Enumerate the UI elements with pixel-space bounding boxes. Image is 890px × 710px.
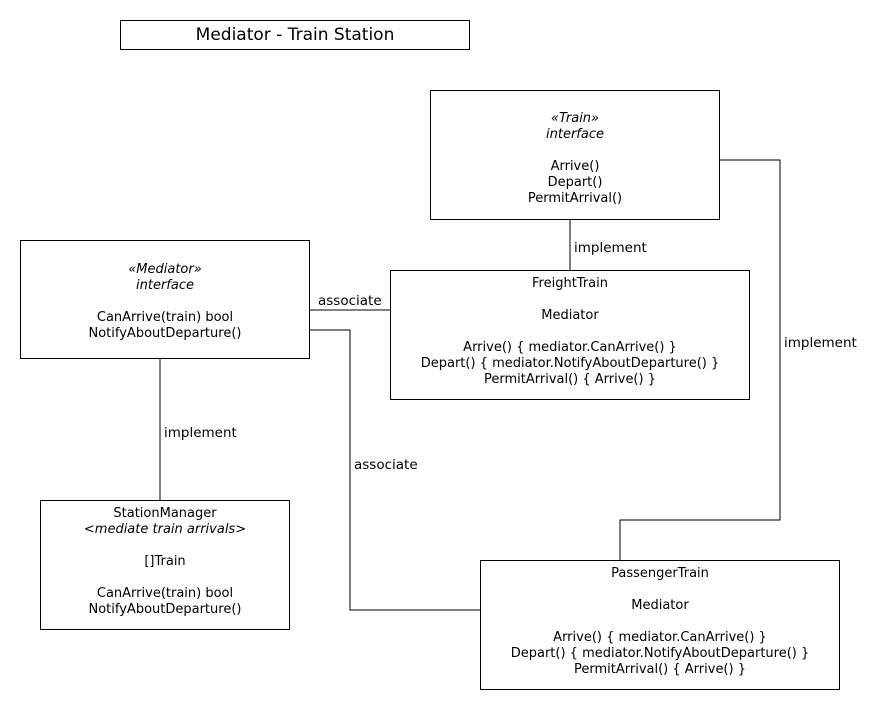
mediator-stereotype: «Mediator» [128,262,202,277]
train-stereotype: «Train» [550,111,600,126]
station-manager-method: NotifyAboutDeparture() [88,602,242,617]
train-method: Depart() [547,175,603,190]
freight-train-method: Arrive() { mediator.CanArrive() } [463,340,677,355]
edge-train-passenger [619,159,781,560]
edge-label-mediator-freight: associate [318,293,382,309]
station-manager-note: <mediate train arrivals> [83,522,247,537]
station-manager-name: StationManager [113,506,217,521]
passenger-train-method: Arrive() { mediator.CanArrive() } [553,630,767,645]
station-manager-field: []Train [144,554,186,569]
train-interface-box: «Train» interface Arrive() Depart() Perm… [430,90,720,220]
freight-train-box: FreightTrain Mediator Arrive() { mediato… [390,270,750,400]
passenger-train-name: PassengerTrain [611,566,709,581]
passenger-train-method: Depart() { mediator.NotifyAboutDeparture… [510,646,810,661]
passenger-train-method: PermitArrival() { Arrive() } [574,662,746,677]
train-method: Arrive() [550,159,600,174]
mediator-method: NotifyAboutDeparture() [88,326,242,341]
station-manager-box: StationManager <mediate train arrivals> … [40,500,290,630]
mediator-method: CanArrive(train) bool [96,310,234,325]
train-method: PermitArrival() [527,191,623,206]
mediator-kind: interface [136,278,194,293]
diagram-title: Mediator - Train Station [120,20,470,50]
station-manager-method: CanArrive(train) bool [96,586,234,601]
passenger-train-box: PassengerTrain Mediator Arrive() { media… [480,560,840,690]
edge-label-train-freight: implement [574,240,647,256]
freight-train-field: Mediator [541,308,599,323]
edge-label-mediator-station: implement [164,425,237,441]
freight-train-method: PermitArrival() { Arrive() } [484,372,656,387]
edge-label-train-passenger: implement [784,335,857,351]
edge-label-mediator-passenger: associate [354,457,418,473]
edge-mediator-passenger [309,329,480,611]
freight-train-name: FreightTrain [532,276,608,291]
passenger-train-field: Mediator [631,598,689,613]
mediator-interface-box: «Mediator» interface CanArrive(train) bo… [20,240,310,359]
train-kind: interface [546,127,604,142]
freight-train-method: Depart() { mediator.NotifyAboutDeparture… [420,356,720,371]
